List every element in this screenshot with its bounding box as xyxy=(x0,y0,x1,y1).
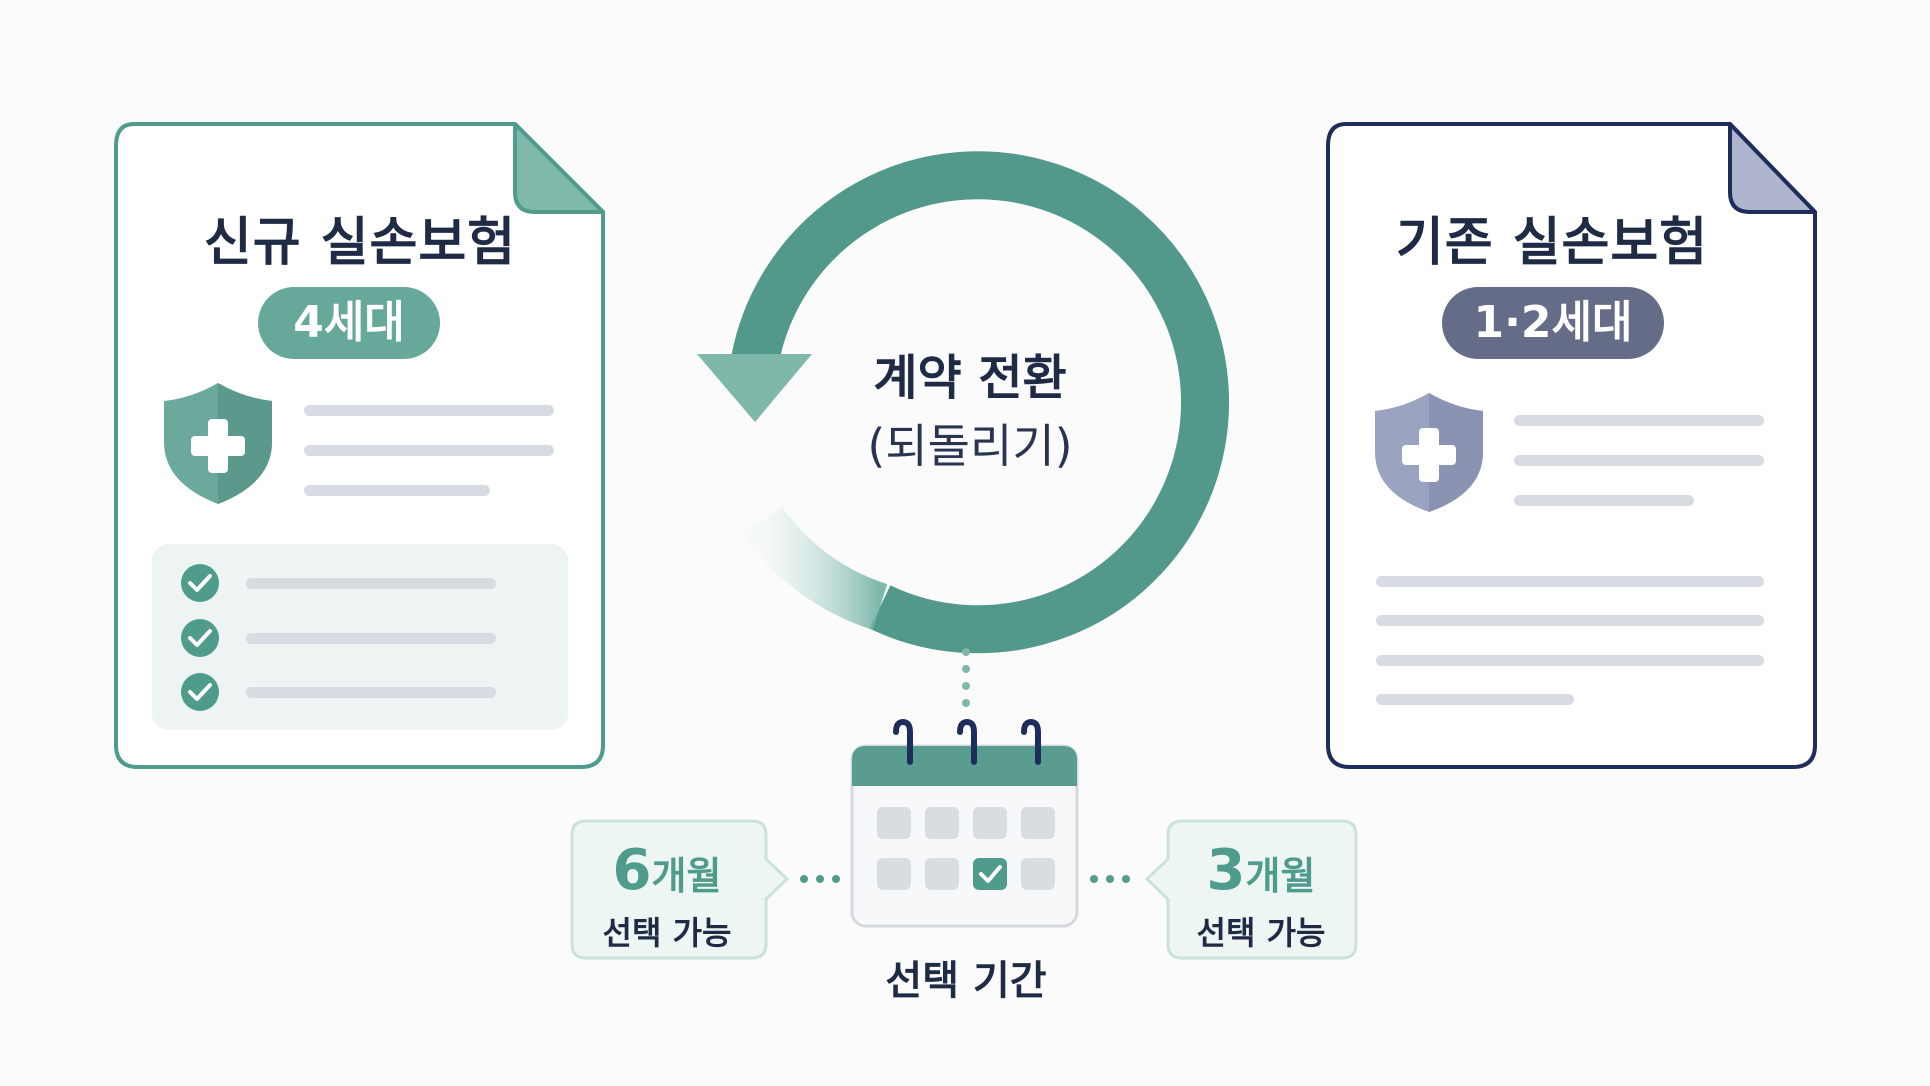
check-circle-icon xyxy=(181,564,219,602)
new-insurance-document xyxy=(114,122,605,769)
option-right-desc: 선택 가능 xyxy=(1196,914,1326,952)
shield-plus-icon xyxy=(164,383,272,504)
cycle-title: 계약 전환 xyxy=(873,350,1067,406)
generation-badge-new: 4세대 xyxy=(258,287,440,359)
dotted-connector xyxy=(800,875,1130,883)
refresh-arrow-icon xyxy=(697,151,1229,654)
shield-plus-icon xyxy=(1375,393,1483,512)
dotted-connector xyxy=(962,648,970,707)
old-insurance-title: 기존 실손보험 xyxy=(1395,213,1709,273)
cycle-subtitle: (되돌리기) xyxy=(867,419,1073,473)
option-left-unit: 개월 xyxy=(651,854,722,898)
check-circle-icon xyxy=(181,673,219,711)
option-right-duration: 3개월 xyxy=(1166,838,1356,903)
new-insurance-title: 신규 실손보험 xyxy=(203,213,517,273)
check-circle-icon xyxy=(181,619,219,657)
generation-badge-old: 1·2세대 xyxy=(1442,287,1664,359)
option-right-number: 3 xyxy=(1206,838,1246,903)
old-insurance-document xyxy=(1326,122,1817,769)
option-left-desc: 선택 가능 xyxy=(602,914,732,952)
option-bubble-left xyxy=(570,819,790,960)
option-left-duration: 6개월 xyxy=(572,838,762,903)
calendar-icon xyxy=(850,718,1079,928)
option-bubble-right xyxy=(1144,819,1358,960)
calendar-period-label: 선택 기간 xyxy=(885,958,1047,1004)
option-right-unit: 개월 xyxy=(1245,854,1316,898)
option-left-number: 6 xyxy=(612,838,652,903)
